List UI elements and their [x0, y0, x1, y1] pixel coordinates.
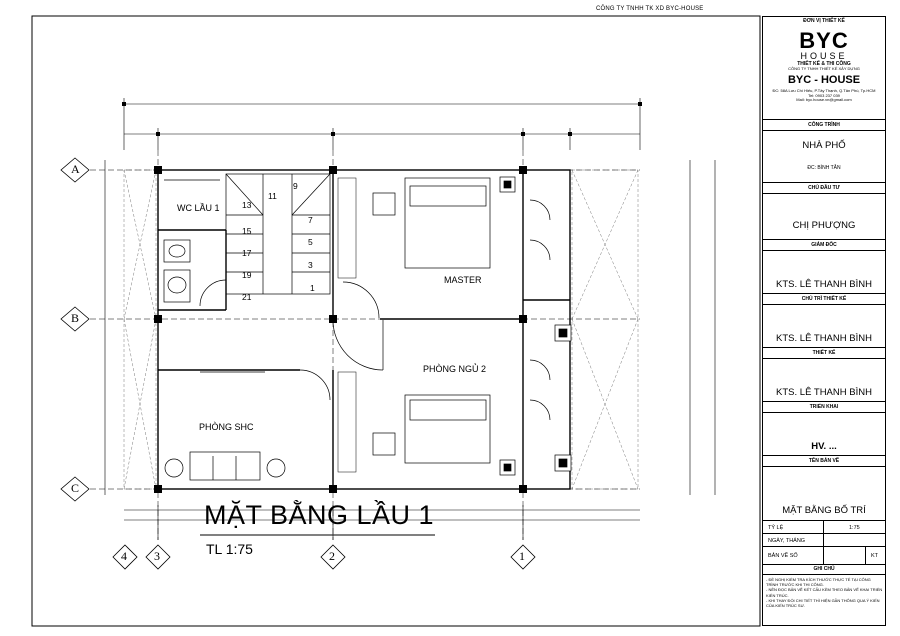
director-name: KTS. LÊ THANH BÌNH [776, 279, 872, 290]
room-label-shc: PHÒNG SHC [199, 422, 254, 432]
stair-step: 21 [242, 292, 252, 302]
title-block: ĐƠN VỊ THIẾT KẾ BYC HOUSE THIẾT KẾ & THI… [762, 16, 886, 626]
drawing-title: MẶT BẰNG LẦU 1 [204, 500, 435, 530]
logo-subtext: HOUSE [800, 51, 848, 61]
chief-name: KTS. LÊ THANH BÌNH [776, 333, 872, 344]
designer-section: ĐƠN VỊ THIẾT KẾ BYC HOUSE THIẾT KẾ & THI… [763, 17, 885, 120]
drawing-name-header: TÊN BẢN VẼ [808, 458, 840, 464]
drawing-name: MẶT BẰNG BỐ TRÍ [782, 505, 866, 516]
company-address: ĐC: 58A Lưu Chí Hiếu, P.Tây Thạnh, Q.Tân… [772, 87, 876, 93]
scale-value: 1:75 [849, 525, 860, 531]
scale-label: TỶ LỆ [768, 525, 784, 531]
project-address: ĐC: BÌNH TÂN [807, 165, 841, 171]
stair-step: 15 [242, 226, 252, 236]
stair-step: 1 [310, 283, 315, 293]
brand-name: BYC - HOUSE [787, 73, 861, 86]
logo-tagline: THIẾT KẾ & THI CÔNG [797, 61, 851, 67]
date-label: NGÀY, THÁNG [768, 538, 806, 544]
designer-header: ĐƠN VỊ THIẾT KẾ [803, 18, 845, 24]
grid-bubble-3: 3 [154, 549, 160, 563]
notes-header: GHI CHÚ [813, 566, 835, 572]
project-header: CÔNG TRÌNH [808, 122, 840, 128]
grid-bubble-4: 4 [121, 549, 127, 563]
stair-step: 11 [268, 191, 277, 201]
company-tel: Tel: 0903 237 039 [808, 92, 840, 98]
deploy-name: HV. ... [811, 441, 837, 452]
note-item: - KHI THAY ĐỔI CHI TIẾT THÌ HIỆN GẦN THÔ… [766, 597, 880, 608]
stair-step: 7 [308, 215, 313, 225]
grid-bubble-a: A [71, 162, 80, 176]
stair-step: 3 [308, 260, 313, 270]
room-label-bed2: PHÒNG NGỦ 2 [423, 364, 487, 374]
deploy-header: TRIỂN KHAI [809, 404, 839, 410]
sheet-top-note: CÔNG TY TNHH TK XD BYC-HOUSE [596, 6, 704, 12]
sheet-value: KT [871, 553, 879, 559]
stair-step: 13 [242, 200, 252, 210]
stair-step: 5 [308, 237, 313, 247]
owner-header: CHỦ ĐẦU TƯ [808, 185, 840, 191]
owner-name: CHỊ PHƯỢNG [792, 220, 856, 231]
company-mail: Mail: byc.house.vn@gmail.com [796, 97, 852, 103]
designer-name: KTS. LÊ THANH BÌNH [776, 387, 872, 398]
grid-bubble-2: 2 [329, 549, 335, 563]
director-header: GIÁM ĐỐC [811, 242, 837, 248]
stair-step: 19 [242, 270, 252, 280]
sheet-label: BẢN VẼ SỐ [768, 553, 798, 559]
note-item: - NÊN ĐỌC BẢN VẼ KẾT CẤU KÈM THEO BẢN VẼ… [766, 587, 883, 598]
logo-text: BYC [799, 28, 849, 53]
design-header: THIẾT KẾ [812, 350, 836, 356]
grid-bubble-c: C [71, 481, 80, 495]
company-name: CÔNG TY TNHH THIẾT KẾ XÂY DỰNG [788, 66, 860, 71]
stair-step: 9 [293, 181, 298, 191]
room-label-wc: WC LẦU 1 [177, 203, 220, 213]
room-label-master: MASTER [444, 275, 482, 285]
drawing-scale: TL 1:75 [206, 541, 253, 557]
grid-bubble-b: B [71, 311, 80, 325]
chief-header: CHỦ TRÌ THIẾT KẾ [801, 296, 847, 302]
grid-bubble-1: 1 [519, 549, 525, 563]
project-name: NHÀ PHỐ [802, 140, 846, 151]
stair-step: 17 [242, 248, 252, 258]
note-item: - ĐỀ NGHỊ KIỂM TRA KÍCH THƯỚC THỰC TẾ TẠ… [766, 577, 871, 588]
